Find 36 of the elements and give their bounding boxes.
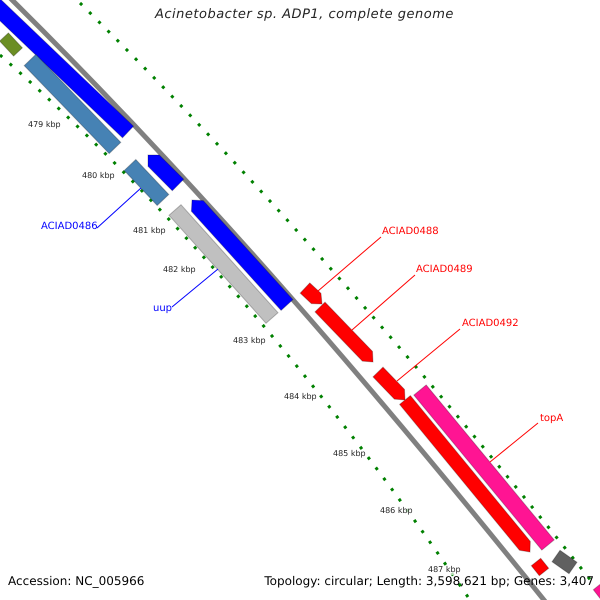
gene-feature bbox=[551, 550, 578, 574]
leader-line bbox=[396, 328, 460, 382]
tick-label: 483 kbp bbox=[233, 337, 266, 346]
accession-text: Accession: NC_005966 bbox=[8, 575, 144, 588]
gene-label: ACIAD0489 bbox=[416, 264, 473, 275]
tick-label: 486 kbp bbox=[380, 507, 413, 516]
tick-label: 481 kbp bbox=[133, 227, 166, 236]
gene-feature bbox=[124, 158, 170, 206]
gene-label: topA bbox=[540, 413, 564, 424]
gene-feature bbox=[0, 32, 24, 57]
gene-label: ACIAD0488 bbox=[382, 226, 439, 237]
gene-feature bbox=[372, 366, 406, 401]
leader-line bbox=[172, 268, 218, 308]
tick-label: 484 kbp bbox=[284, 393, 317, 402]
genome-stats-text: Topology: circular; Length: 3,598,621 bp; Genes: 3,407 bbox=[264, 575, 594, 588]
gene-label: uup bbox=[153, 303, 172, 314]
gene-feature bbox=[300, 282, 323, 305]
gene-label: ACIAD0492 bbox=[462, 318, 519, 329]
leader-line bbox=[352, 274, 416, 330]
tick-label: 479 kbp bbox=[28, 121, 61, 130]
map-title: Acinetobacter sp. ADP1, complete genome bbox=[155, 8, 454, 22]
gene-feature bbox=[398, 394, 531, 553]
leader-line bbox=[96, 188, 142, 228]
gene-feature bbox=[314, 301, 374, 363]
gene-feature bbox=[530, 558, 550, 576]
tick-label: 487 kbp bbox=[428, 566, 461, 575]
gene-feature bbox=[0, 0, 134, 138]
tick-label: 485 kbp bbox=[333, 450, 366, 459]
leader-line bbox=[490, 422, 538, 462]
gene-feature bbox=[148, 154, 184, 192]
tick-label: 480 kbp bbox=[82, 172, 115, 181]
leader-line bbox=[318, 236, 382, 292]
tick-label: 482 kbp bbox=[163, 266, 196, 275]
gene-feature bbox=[592, 582, 600, 600]
gene-label: ACIAD0486 bbox=[41, 221, 98, 232]
gene-feature bbox=[24, 54, 122, 154]
